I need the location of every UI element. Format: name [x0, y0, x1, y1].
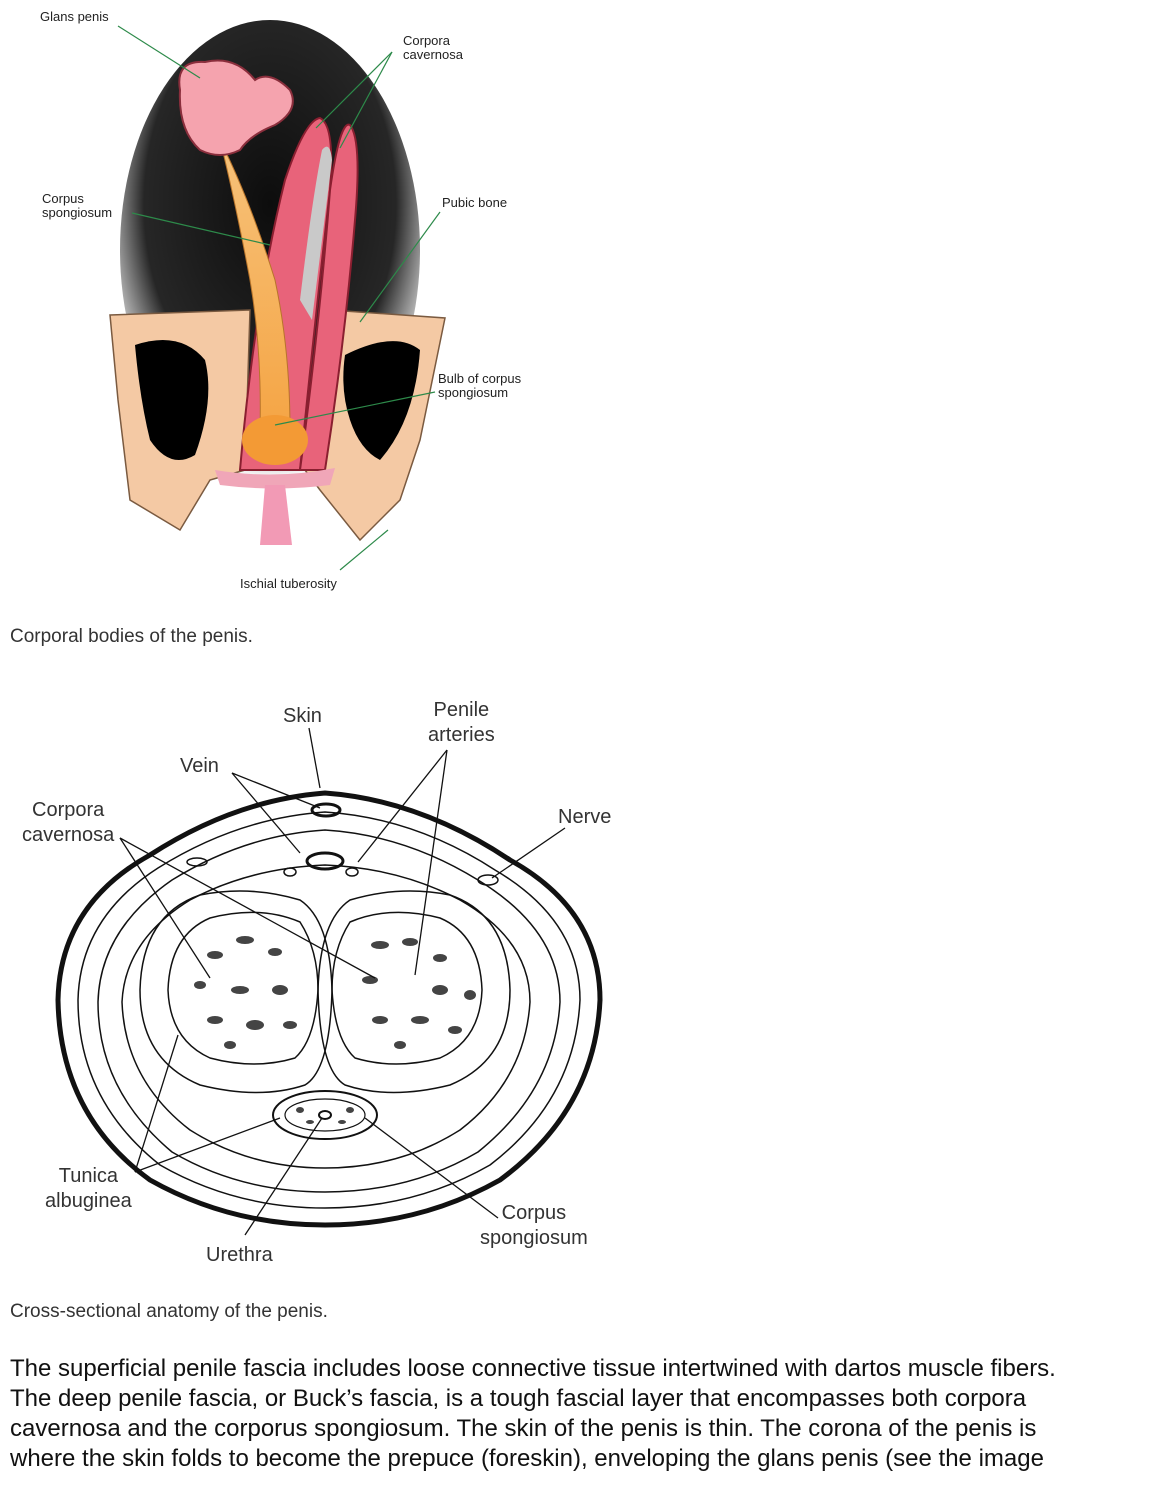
label-pubic-bone: Pubic bone: [442, 195, 508, 210]
figure-cross-section: Skin Penile arteries Vein Corpora cavern…: [0, 690, 640, 1280]
label-vein: Vein: [180, 755, 219, 777]
label-skin: Skin: [283, 705, 322, 727]
label-tunica-albuginea: Tunica albuginea: [45, 1165, 132, 1212]
label-penile-arteries: Penile arteries: [428, 699, 495, 746]
label-corpora-cavernosa: Corpora cavernosa: [22, 799, 115, 846]
figure-caption: Corporal bodies of the penis.: [10, 626, 253, 647]
figure-corporal-bodies: Glans penis Corpora cavernosa Corpus spo…: [0, 0, 600, 610]
corporal-bodies-illustration: [109, 20, 446, 571]
label-glans-penis: Glans penis: [40, 9, 109, 24]
body-paragraph: The superficial penile fascia includes l…: [10, 1354, 1176, 1474]
paragraph-line: where the skin folds to become the prepu…: [10, 1445, 1044, 1472]
label-corpora-cavernosa: Corpora cavernosa: [403, 33, 463, 62]
paragraph-line: cavernosa and the corporus spongiosum. T…: [10, 1415, 1037, 1442]
figure-caption: Cross-sectional anatomy of the penis.: [10, 1301, 328, 1322]
label-urethra: Urethra: [206, 1244, 273, 1266]
label-bulb-of-corpus-spongiosum: Bulb of corpus spongiosum: [438, 371, 522, 400]
label-ischial-tuberosity: Ischial tuberosity: [240, 576, 337, 591]
paragraph-line: The deep penile fascia, or Buck’s fascia…: [10, 1385, 1027, 1412]
label-nerve: Nerve: [558, 806, 612, 828]
label-corpus-spongiosum: Corpus spongiosum: [42, 191, 113, 220]
paragraph-line: The superficial penile fascia includes l…: [10, 1355, 1056, 1382]
label-corpus-spongiosum: Corpus spongiosum: [480, 1202, 588, 1249]
cross-section-illustration: [55, 727, 603, 1236]
